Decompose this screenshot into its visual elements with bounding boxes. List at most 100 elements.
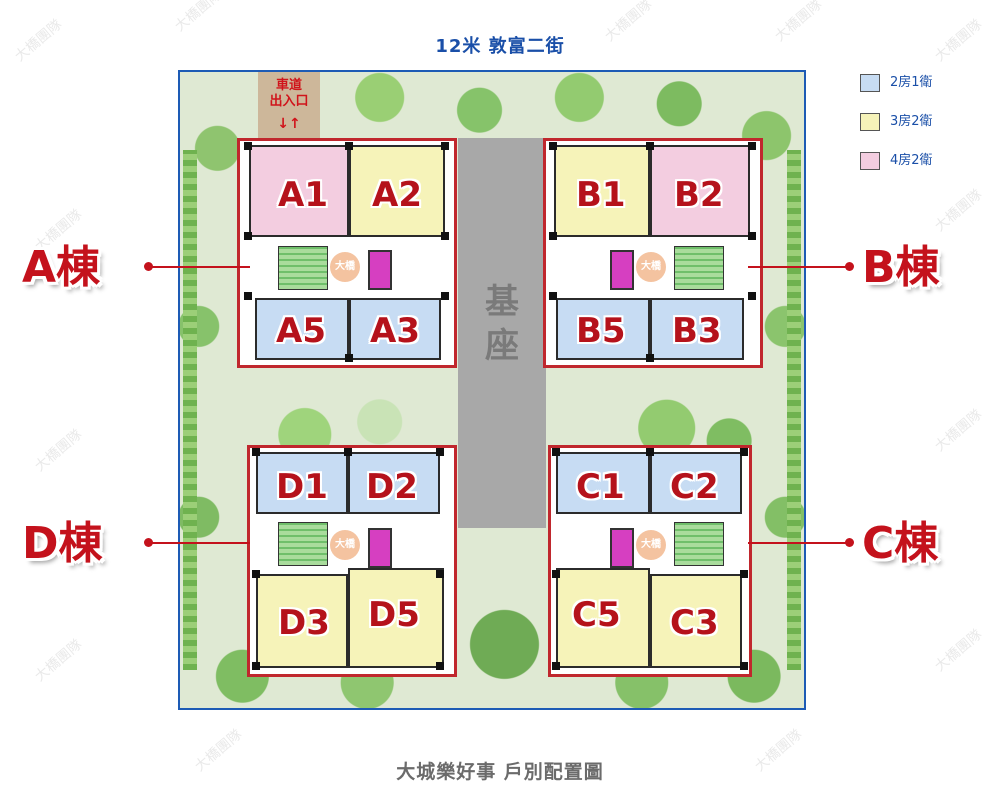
- column: [436, 570, 444, 578]
- callout-dot: [845, 262, 854, 271]
- column: [549, 142, 557, 150]
- unit-label-b1: B1: [576, 175, 626, 215]
- legend-label: 2房1衛: [890, 75, 933, 90]
- watermark: 大橋團隊: [32, 426, 86, 475]
- column: [344, 448, 352, 456]
- column: [740, 662, 748, 670]
- unit-c2: [650, 452, 742, 514]
- column: [345, 142, 353, 150]
- unit-d5: [348, 568, 444, 668]
- unit-d1: [256, 452, 348, 514]
- watermark: 大橋團隊: [32, 636, 86, 685]
- stair-a: [278, 246, 328, 290]
- elevator-d: [368, 528, 392, 568]
- column: [646, 448, 654, 456]
- unit-label-a5: A5: [276, 311, 326, 351]
- column: [646, 354, 654, 362]
- core-mark: 大橋: [330, 530, 360, 560]
- unit-c5: [556, 568, 650, 668]
- elevator-a: [368, 250, 392, 290]
- unit-b1: [554, 145, 650, 237]
- column: [740, 570, 748, 578]
- column: [436, 448, 444, 456]
- unit-a5: [255, 298, 349, 360]
- unit-b5: [556, 298, 650, 360]
- unit-label-a3: A3: [370, 311, 420, 351]
- unit-label-a2: A2: [372, 175, 422, 215]
- unit-d2: [348, 452, 440, 514]
- unit-label-c1: C1: [576, 467, 625, 507]
- elevator-b: [610, 250, 634, 290]
- column: [552, 448, 560, 456]
- unit-label-c5: C5: [572, 595, 621, 635]
- legend-label: 4房2衛: [890, 153, 933, 168]
- column: [552, 570, 560, 578]
- column: [549, 292, 557, 300]
- unit-label-c2: C2: [670, 467, 719, 507]
- column: [244, 292, 252, 300]
- stair-c: [674, 522, 724, 566]
- driveway-entrance: [258, 72, 320, 140]
- core-mark: 大橋: [330, 252, 360, 282]
- column: [748, 292, 756, 300]
- column: [549, 232, 557, 240]
- column: [441, 292, 449, 300]
- building-name-c: C棟: [862, 518, 939, 569]
- callout-line: [748, 542, 848, 544]
- unit-label-b2: B2: [674, 175, 724, 215]
- caption: 大城樂好事 戶別配置圖: [396, 761, 604, 783]
- stair-b: [674, 246, 724, 290]
- callout-line: [150, 266, 250, 268]
- column: [441, 232, 449, 240]
- street-title: 12米 敦富二街: [435, 36, 565, 57]
- unit-label-d5: D5: [368, 595, 420, 635]
- callout-line: [748, 266, 848, 268]
- column: [252, 448, 260, 456]
- building-name-a: A棟: [22, 242, 101, 293]
- watermark: 大橋團隊: [172, 0, 226, 35]
- legend-swatch: [860, 152, 880, 170]
- unit-label-d3: D3: [278, 603, 330, 643]
- column: [441, 142, 449, 150]
- building-name-d: D棟: [22, 518, 103, 569]
- base-label: 基 座: [485, 282, 519, 366]
- core-mark: 大橋: [636, 252, 666, 282]
- unit-label-c3: C3: [670, 603, 719, 643]
- column: [748, 232, 756, 240]
- unit-a3: [349, 298, 441, 360]
- building-name-b: B棟: [862, 242, 940, 293]
- watermark: 大橋團隊: [932, 626, 986, 675]
- column: [244, 232, 252, 240]
- callout-dot: [144, 262, 153, 271]
- stair-d: [278, 522, 328, 566]
- column: [436, 662, 444, 670]
- watermark: 大橋團隊: [932, 186, 986, 235]
- legend-label: 3房2衛: [890, 114, 933, 129]
- column: [740, 448, 748, 456]
- unit-a1: [249, 145, 349, 237]
- unit-c3: [650, 574, 742, 668]
- core-mark: 大橋: [636, 530, 666, 560]
- unit-b2: [650, 145, 750, 237]
- central-driveway: [458, 138, 546, 528]
- unit-label-b3: B3: [672, 311, 722, 351]
- hedge-left: [183, 150, 197, 670]
- unit-label-d1: D1: [276, 467, 328, 507]
- unit-a2: [349, 145, 445, 237]
- column: [345, 354, 353, 362]
- column: [252, 570, 260, 578]
- callout-dot: [144, 538, 153, 547]
- entrance-arrows-icon: ↓↑: [277, 116, 301, 132]
- legend-swatch: [860, 74, 880, 92]
- column: [748, 142, 756, 150]
- elevator-c: [610, 528, 634, 568]
- column: [244, 142, 252, 150]
- legend-swatch: [860, 113, 880, 131]
- unit-label-b5: B5: [576, 311, 626, 351]
- entrance-label: 車道 出入口: [269, 78, 309, 109]
- unit-d3: [256, 574, 348, 668]
- callout-line: [150, 542, 250, 544]
- watermark: 大橋團隊: [932, 406, 986, 455]
- column: [646, 142, 654, 150]
- column: [252, 662, 260, 670]
